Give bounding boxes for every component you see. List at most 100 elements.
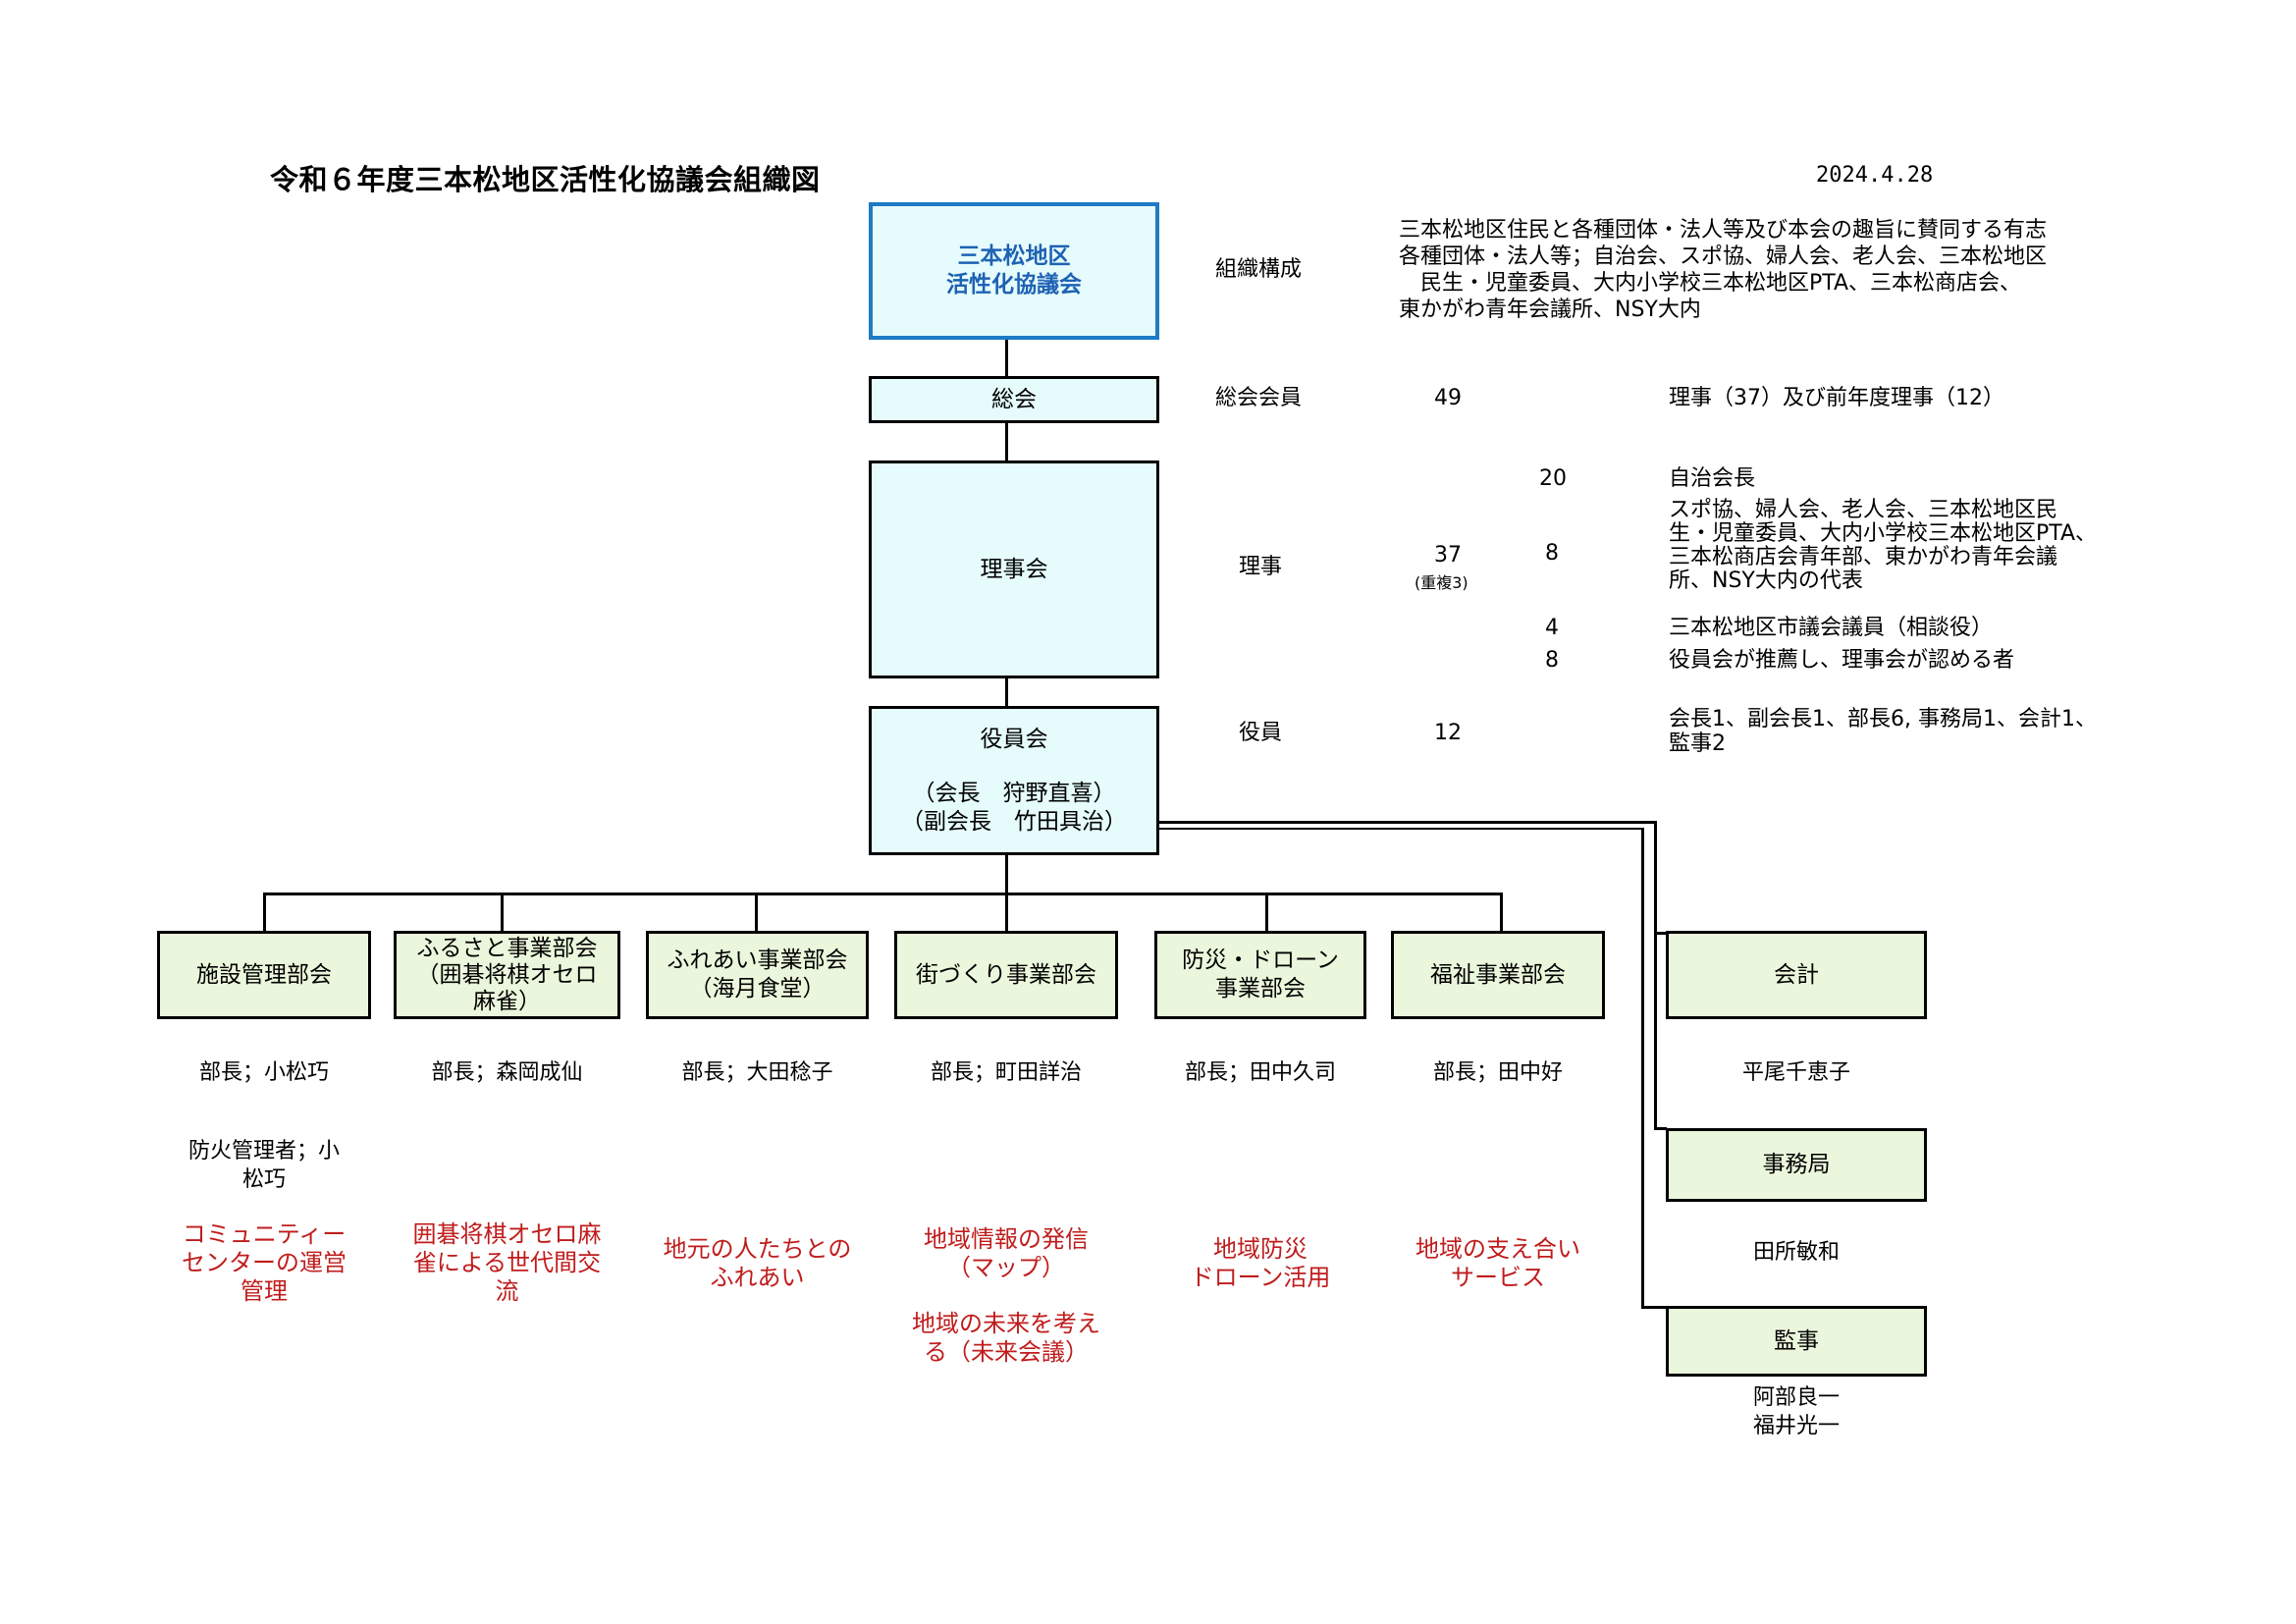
dept-name-line: 街づくり事業部会	[916, 961, 1096, 988]
dept-box-bousai: 防災・ドローン 事業部会	[1154, 931, 1366, 1019]
dept-box-fureai: ふれあい事業部会 （海月食堂）	[646, 931, 869, 1019]
staff-branch-horizontal-outer	[1158, 821, 1656, 824]
dept-box-furusato: ふるさと事業部会 （囲碁将棋オセロ 麻雀）	[394, 931, 620, 1019]
activity-line: 地域情報の発信	[924, 1225, 1089, 1253]
director-row-line: スポ協、婦人会、老人会、三本松地区民	[1669, 498, 2058, 522]
auditor-person: 阿部良一	[1752, 1385, 1840, 1410]
activity-line: る（未来会議）	[924, 1338, 1089, 1366]
dept-activity: 地元の人たちとの ふれあい	[646, 1235, 869, 1292]
board-label: 理事会	[980, 556, 1048, 582]
composition-line: 三本松地区住民と各種団体・法人等及び本会の趣旨に賛同する有志	[1399, 218, 2048, 243]
activity-line: 雀による世代間交	[412, 1249, 602, 1276]
director-row-desc: 三本松地区市議会議員（相談役）	[1669, 616, 1994, 640]
officers-info-desc: 会長1、副会長1、部長6, 事務局1、会計1、 監事2	[1669, 707, 2097, 756]
composition-line: 各種団体・法人等；自治会、スポ協、婦人会、老人会、三本松地区	[1399, 244, 2048, 269]
dept-name-line: ふれあい事業部会	[667, 947, 848, 973]
activity-line: 地域防災	[1213, 1235, 1308, 1263]
officers-box: 役員会 （会長 狩野直喜） （副会長 竹田具治）	[869, 706, 1159, 855]
connector-yakuin-departments	[1005, 854, 1008, 893]
director-row-line: 生・児童委員、大内小学校三本松地区PTA、	[1669, 521, 2098, 546]
dept-box-fukushi: 福祉事業部会	[1391, 931, 1605, 1019]
officers-info-label: 役員	[1239, 721, 1283, 745]
staff-branch-horizontal-inner	[1158, 828, 1644, 830]
treasurer-person: 平尾千恵子	[1741, 1060, 1850, 1085]
activity-line: ふれあい	[710, 1264, 805, 1291]
director-row-desc: 役員会が推薦し、理事会が認める者	[1669, 648, 2015, 673]
council-name-line-1: 三本松地区	[957, 244, 1071, 269]
treasurer-box: 会計	[1666, 931, 1927, 1019]
dept-name-line: （囲碁将棋オセロ	[416, 961, 598, 988]
composition-line: 民生・児童委員、大内小学校三本松地区PTA、三本松商店会、	[1399, 271, 2022, 296]
dept-box-machizukuri: 街づくり事業部会	[894, 931, 1118, 1019]
officers-vice: （副会長 竹田具治）	[901, 808, 1127, 835]
date-label: 2024.4.28	[1816, 163, 1934, 188]
director-row-count: 20	[1539, 466, 1567, 491]
officers-info-count: 12	[1434, 721, 1462, 745]
officers-info-line: 会長1、副会長1、部長6, 事務局1、会計1、	[1669, 707, 2097, 731]
activity-line: ドローン活用	[1190, 1264, 1331, 1291]
officers-label: 役員会	[980, 726, 1048, 752]
secretariat-person: 田所敏和	[1752, 1240, 1840, 1265]
board-box: 理事会	[869, 460, 1159, 678]
secretariat-box: 事務局	[1666, 1128, 1927, 1202]
dept-activity: 地域情報の発信 （マップ）	[894, 1225, 1118, 1282]
dept-name-line: 事業部会	[1215, 976, 1306, 1001]
auditor-people: 阿部良一 福井光一	[1666, 1383, 1927, 1440]
dept-name-line: 防災・ドローン	[1182, 947, 1339, 973]
dept-activity: コミュニティー センターの運営 管理	[157, 1220, 371, 1306]
dept-head: 部長；田中好	[1432, 1060, 1563, 1085]
connector-kanji	[1641, 1306, 1667, 1309]
dept-head: 部長；小松巧	[198, 1060, 329, 1085]
directors-overlap-note: (重複3)	[1415, 573, 1468, 592]
director-row-desc: 自治会長	[1669, 466, 1756, 491]
connector-rijikai-yakuin	[1005, 677, 1008, 707]
directors-count: 37	[1434, 543, 1462, 568]
drop-dept-6	[1500, 893, 1503, 934]
connector-soukai-rijikai	[1005, 422, 1008, 461]
composition-label: 組織構成	[1215, 257, 1303, 282]
drop-dept-4	[1005, 893, 1008, 934]
drop-dept-2	[501, 893, 504, 934]
activity-line: 囲碁将棋オセロ麻	[412, 1220, 602, 1248]
drop-dept-1	[263, 893, 266, 934]
director-row-count: 4	[1545, 616, 1559, 640]
director-row-line: 三本松商店会青年部、東かがわ青年会議	[1669, 545, 2058, 569]
officers-chair: （会長 狩野直喜）	[912, 780, 1116, 806]
fire-manager-line: 松巧	[241, 1167, 286, 1192]
dept-name-line: 施設管理部会	[196, 961, 332, 988]
auditor-person: 福井光一	[1752, 1414, 1840, 1438]
activity-line: センターの運営	[182, 1249, 347, 1276]
connector-jimukyoku	[1654, 1127, 1667, 1130]
dept-name-line: 福祉事業部会	[1430, 961, 1566, 988]
auditor-box: 監事	[1666, 1306, 1927, 1377]
dept-name-line: 麻雀）	[473, 988, 541, 1014]
activity-line: コミュニティー	[182, 1220, 347, 1248]
dept-box-facility: 施設管理部会	[157, 931, 371, 1019]
composition-text: 三本松地区住民と各種団体・法人等及び本会の趣旨に賛同する有志 各種団体・法人等；…	[1399, 217, 2047, 323]
composition-line: 東かがわ青年会議所、NSY大内	[1399, 298, 1701, 322]
director-row-count: 8	[1545, 648, 1559, 673]
page-title: 令和６年度三本松地区活性化協議会組織図	[270, 163, 821, 196]
drop-dept-3	[755, 893, 758, 934]
activity-line: 地域の未来を考え	[912, 1310, 1100, 1337]
dept-activity: 地域の支え合い サービス	[1391, 1235, 1605, 1292]
dept-name-line: （海月食堂）	[689, 976, 826, 1001]
general-assembly-box: 総会	[869, 376, 1159, 423]
activity-line: 管理	[240, 1277, 288, 1305]
connector-top-soukai	[1005, 338, 1008, 377]
dept-head: 部長；森岡成仙	[431, 1060, 583, 1085]
director-row-count: 8	[1545, 541, 1559, 566]
activity-line: 流	[495, 1277, 519, 1305]
activity-line: 地域の支え合い	[1415, 1235, 1580, 1263]
fire-manager: 防火管理者；小 松巧	[157, 1137, 371, 1194]
staff-trunk-right	[1654, 821, 1657, 1130]
general-members-desc: 理事（37）及び前年度理事（12）	[1669, 386, 2004, 410]
dept-activity: 地域の未来を考え る（未来会議）	[894, 1310, 1118, 1367]
auditor-label: 監事	[1774, 1327, 1819, 1354]
dept-head: 部長；大田稔子	[681, 1060, 833, 1085]
connector-kaikei	[1654, 932, 1667, 935]
treasurer-label: 会計	[1774, 961, 1819, 988]
dept-activity: 地域防災 ドローン活用	[1154, 1235, 1366, 1292]
drop-dept-5	[1265, 893, 1268, 934]
directors-label: 理事	[1239, 555, 1283, 579]
